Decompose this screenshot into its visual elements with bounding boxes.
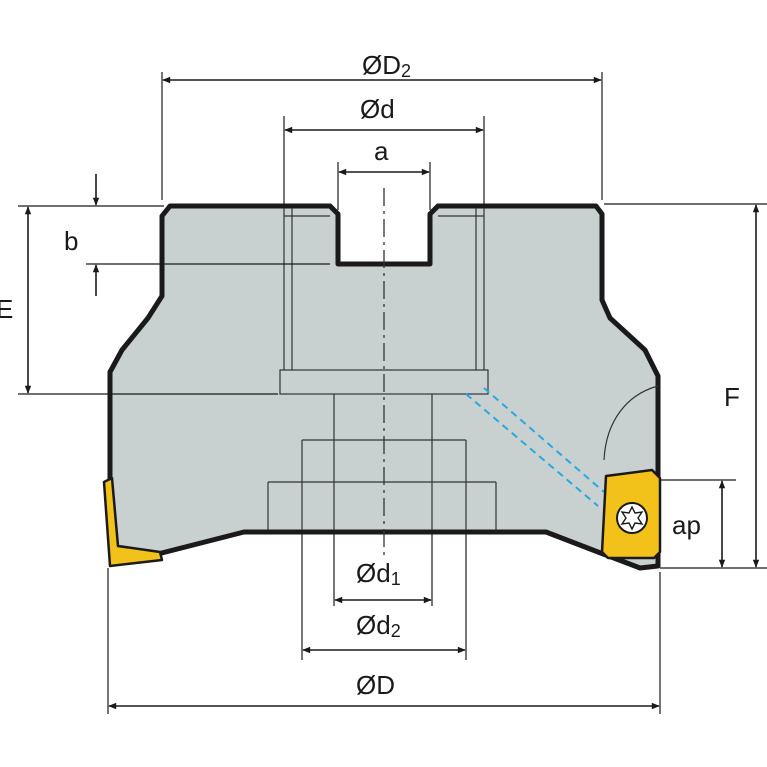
label-ap: ap [672,510,701,540]
torx-icon [620,505,644,531]
label-F: F [724,382,740,412]
coolant-channels [465,387,605,507]
left-insert [102,476,164,568]
extension-lines [18,72,767,714]
dimension-lines [24,76,760,710]
label-D2: ØD2 [362,50,411,81]
label-E: E [0,294,13,324]
label-a: a [374,136,389,166]
label-b: b [64,226,78,256]
label-d1: Ød1 [356,558,401,589]
label-d: Ød [360,94,395,124]
label-d2: Ød2 [356,610,401,641]
label-D: ØD [356,670,395,700]
